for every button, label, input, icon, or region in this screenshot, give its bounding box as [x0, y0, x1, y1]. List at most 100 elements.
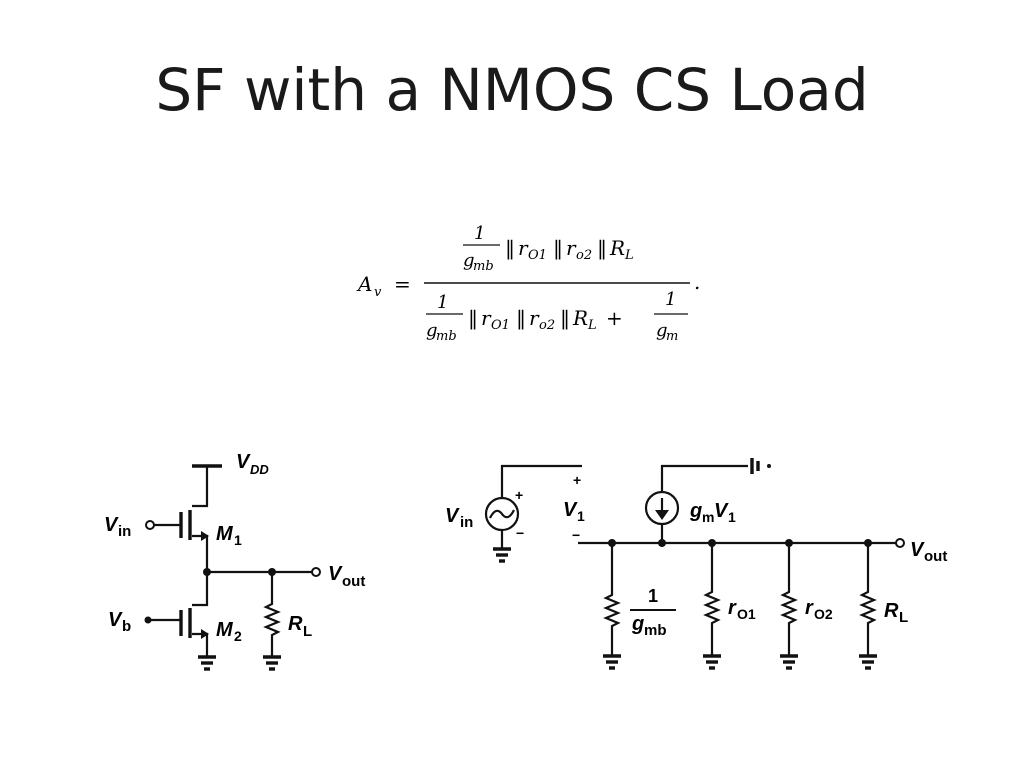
- rs-gm-label: g: [689, 500, 702, 522]
- eq-num-par3: ‖: [597, 236, 607, 261]
- vout-label-sub: out: [342, 573, 365, 590]
- eq-num-R-sub: L: [624, 248, 634, 263]
- eq-num-g: g: [463, 250, 475, 271]
- eq-equals: =: [394, 272, 411, 296]
- rs-gmv-label: V: [714, 500, 729, 522]
- vout-label: V: [328, 563, 343, 585]
- vin-label: V: [104, 514, 119, 536]
- eq-num-r1-sub: O1: [528, 248, 547, 263]
- eq-lhs: A: [356, 272, 372, 296]
- vin-terminal: [145, 520, 155, 530]
- m1-label-sub: 1: [234, 532, 242, 548]
- eq-num-r2: r: [566, 236, 577, 260]
- rs-ro1-resistor-icon: [703, 543, 721, 655]
- m1-label: M: [216, 523, 234, 545]
- rs-one-label: 1: [648, 586, 658, 606]
- vdd-label-sub: DD: [250, 462, 269, 477]
- eq-denominator: 1 g mb ‖ r O1 ‖ r o2 ‖ R L + 1 g m: [426, 289, 688, 344]
- gain-equation: A v = . 1 g mb ‖ r O1 ‖ r o2 ‖ R L 1 g m…: [356, 223, 700, 344]
- rs-vout-label-sub: out: [924, 548, 947, 565]
- rs-v1-plus: +: [573, 472, 581, 488]
- vin-label-sub: in: [118, 523, 131, 540]
- eq-den-g-sub: mb: [436, 329, 457, 344]
- rs-vin-label: V: [445, 505, 460, 527]
- rs-ro1-label-sub: O1: [737, 606, 756, 622]
- rs-rl-label-sub: L: [899, 609, 908, 626]
- eq-den-gm-sub: m: [666, 329, 678, 344]
- rl-label: R: [288, 613, 303, 635]
- ground-icon: [198, 655, 216, 671]
- ground-icon: [263, 655, 281, 671]
- eq-den-R: R: [572, 306, 588, 330]
- m1-drain-wire: [192, 466, 209, 508]
- rs-gmb-resistor-icon: [603, 543, 621, 655]
- circuit-left: V DD V in M 1 V out V b M 2: [104, 451, 365, 671]
- ground-icon: [493, 547, 511, 563]
- ground-icon: [703, 654, 721, 670]
- m2-label: M: [216, 619, 234, 641]
- rs-rl-resistor-icon: [859, 543, 877, 655]
- rs-v1-label-sub: 1: [577, 508, 585, 524]
- rs-v1-minus: −: [572, 527, 580, 543]
- rs-gm-label-sub: m: [702, 509, 714, 525]
- vout-terminal: [311, 567, 321, 577]
- ground-icon: [780, 654, 798, 670]
- rs-src-minus: −: [516, 525, 524, 541]
- eq-den-one-b: 1: [665, 289, 676, 310]
- eq-den-par3: ‖: [560, 306, 570, 331]
- m2-source-arrow: [201, 629, 209, 639]
- m2-label-sub: 2: [234, 628, 242, 644]
- eq-num-R: R: [609, 236, 625, 260]
- rs-ro1-label: r: [728, 597, 737, 619]
- eq-num-one: 1: [474, 223, 485, 244]
- rl-label-sub: L: [303, 623, 312, 640]
- eq-period: .: [694, 270, 700, 294]
- rs-src-plus: +: [515, 487, 523, 503]
- vb-label: V: [108, 609, 123, 631]
- rs-ro2-label: r: [805, 597, 814, 619]
- vdd-label: V: [236, 451, 251, 473]
- m2-drain-wire: [192, 572, 209, 607]
- slide-title: SF with a NMOS CS Load: [155, 56, 869, 124]
- rs-top-wire: [500, 464, 582, 498]
- eq-den-one: 1: [437, 292, 448, 313]
- eq-den-r2: r: [529, 306, 540, 330]
- m1-source-arrow: [201, 531, 209, 541]
- m2-source-wire: [192, 632, 209, 656]
- current-arrow-head: [655, 510, 669, 520]
- ground-icon: [859, 654, 877, 670]
- rs-rl-label: R: [884, 600, 899, 622]
- sine-icon: [489, 509, 515, 519]
- eq-den-r2-sub: o2: [539, 318, 555, 333]
- eq-den-par1: ‖: [468, 306, 478, 331]
- rs-vin-label-sub: in: [460, 514, 473, 531]
- eq-num-par1: ‖: [505, 236, 515, 261]
- eq-num-g-sub: mb: [473, 259, 494, 274]
- eq-den-gm: g: [656, 320, 668, 341]
- eq-numerator: 1 g mb ‖ r O1 ‖ r o2 ‖ R L: [463, 223, 634, 274]
- eq-den-par2: ‖: [516, 306, 526, 331]
- rs-gmb-label-sub: mb: [644, 622, 667, 639]
- rs-gmb-label: g: [631, 613, 644, 635]
- m1-source-wire: [192, 534, 209, 572]
- rs-supply-dot: [767, 464, 771, 468]
- eq-num-r2-sub: o2: [576, 248, 592, 263]
- rs-node-2: [658, 539, 666, 547]
- rl-resistor-icon: [263, 572, 281, 656]
- rs-vdd-wire: [660, 464, 748, 492]
- eq-num-par2: ‖: [553, 236, 563, 261]
- rs-vout-terminal: [895, 538, 905, 548]
- rs-v1-label: V: [563, 499, 578, 521]
- eq-den-r1: r: [481, 306, 492, 330]
- rs-vout-label: V: [910, 539, 925, 561]
- eq-num-r1: r: [518, 236, 529, 260]
- eq-den-g: g: [426, 320, 438, 341]
- eq-den-r1-sub: O1: [491, 318, 510, 333]
- eq-lhs-sub: v: [374, 285, 382, 300]
- eq-den-R-sub: L: [587, 318, 597, 333]
- vb-label-sub: b: [122, 618, 131, 635]
- rs-ro2-resistor-icon: [780, 543, 798, 655]
- eq-den-plus: +: [606, 306, 623, 330]
- rs-gmv-label-sub: 1: [728, 509, 736, 525]
